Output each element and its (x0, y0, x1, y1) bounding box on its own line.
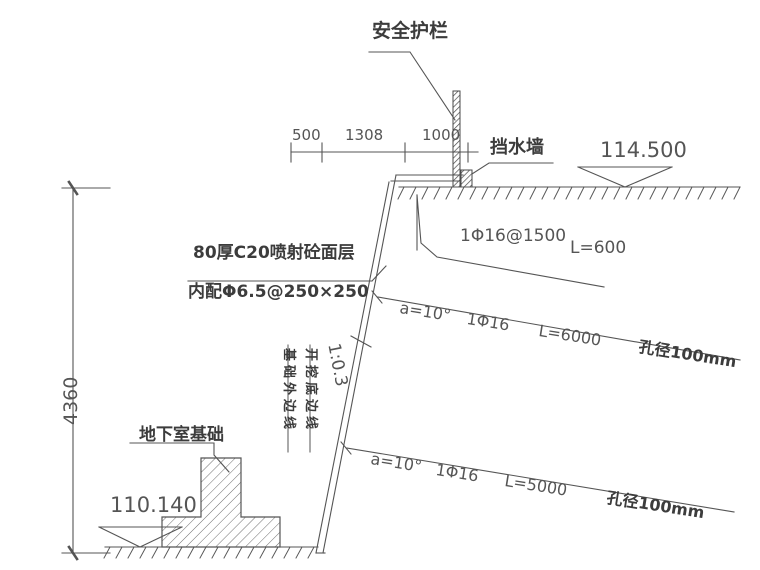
water-retaining-wall-leader (471, 162, 554, 175)
anchor-line-middle (377, 296, 741, 361)
safety-railing-label: 安全护栏 (372, 20, 449, 42)
dimension-500: 500 (292, 126, 321, 144)
elevation-symbol-top (577, 166, 673, 188)
water-retaining-wall-label: 挡水墙 (490, 137, 544, 158)
top-dimension-line (290, 142, 479, 163)
anchor-head-lower (340, 441, 352, 455)
ground-surface-bottom (103, 546, 319, 559)
shotcrete-slope-face (315, 174, 397, 554)
ground-surface-top (397, 186, 741, 200)
safety-railing-leader (368, 51, 456, 121)
anchor-top-length: L=600 (570, 238, 627, 258)
water-retaining-wall-block (460, 169, 473, 188)
excavation-bottom-edge-label: 开挖底边线 (303, 348, 318, 434)
vertical-dimension-4360 (61, 180, 111, 561)
anchor-top-bar: 1Φ16@1500 (460, 226, 567, 246)
anchor-line-lower (346, 447, 735, 513)
slope-crest-cap (390, 174, 464, 182)
elevation-symbol-bottom (98, 526, 183, 548)
anchor-head-middle (371, 290, 383, 304)
elevation-bottom-value: 110.140 (110, 493, 197, 517)
elevation-top-value: 114.500 (600, 138, 687, 162)
basement-foundation-label: 地下室基础 (139, 425, 224, 445)
shotcrete-note-leader (187, 265, 387, 282)
shotcrete-note-line2: 内配Φ6.5@250×250 (188, 282, 369, 302)
dimension-1308: 1308 (345, 126, 384, 144)
dimension-1000: 1000 (422, 126, 461, 144)
basement-foundation-leader (129, 442, 230, 473)
shotcrete-note-line1: 80厚C20喷射砼面层 (193, 243, 355, 263)
dimension-4360: 4360 (60, 376, 82, 425)
slope-ratio-tick (350, 335, 372, 348)
anchor-line-top (416, 194, 605, 288)
foundation-outer-edge-label: 基础外边线 (281, 348, 296, 434)
